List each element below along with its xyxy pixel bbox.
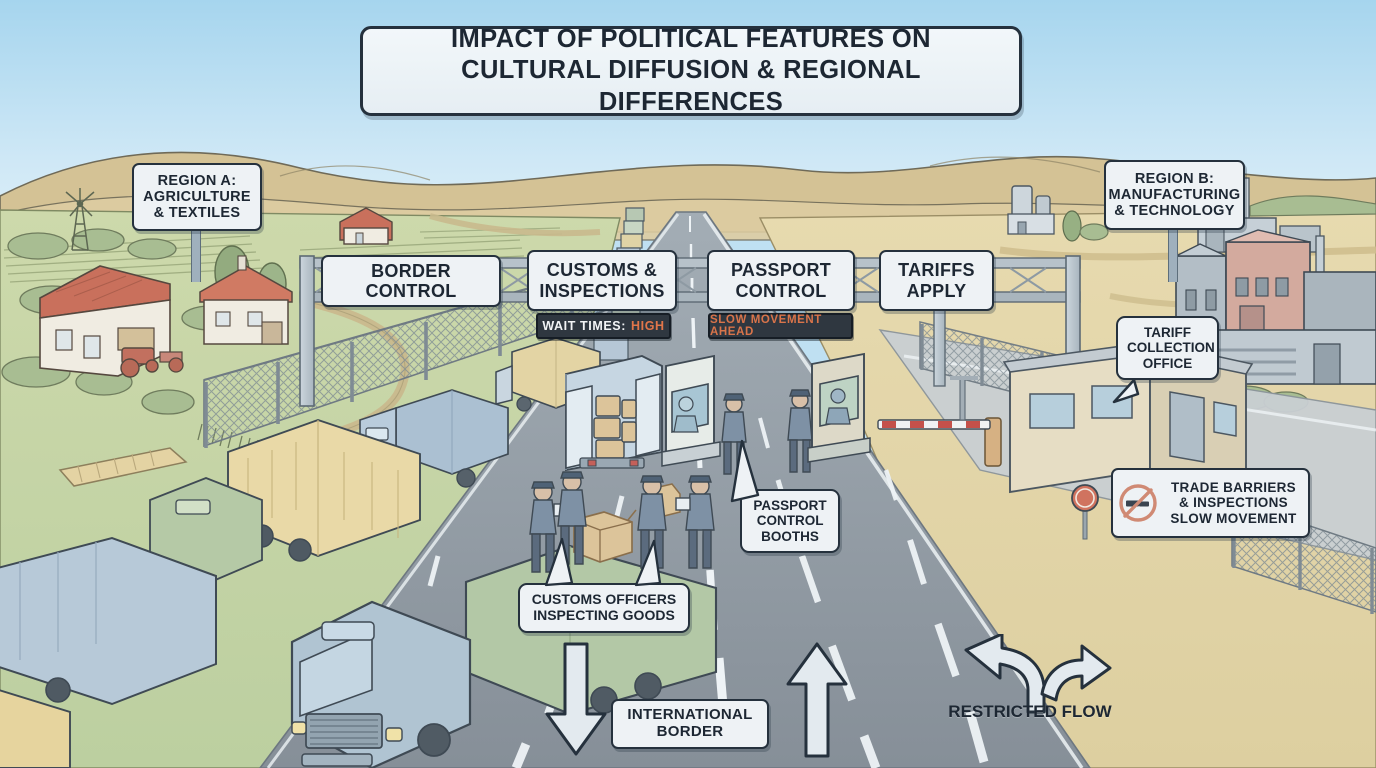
customs-officers-line-2: INSPECTING GOODS <box>533 606 675 623</box>
label-restricted-flow: RESTRICTED FLOW <box>940 702 1120 721</box>
passport-booths-line-2: CONTROL <box>756 513 824 529</box>
arrow-inbound-up <box>776 640 856 760</box>
callout-trade-barriers: TRADE BARRIERS & INSPECTIONS SLOW MOVEME… <box>1111 468 1310 538</box>
inspection-van <box>565 354 663 472</box>
gantry-sign-passport-line-1: PASSPORT <box>730 260 832 281</box>
hay-bales <box>58 447 188 487</box>
international-border-line-1: INTERNATIONAL <box>627 706 753 724</box>
passport-booth-left <box>661 354 721 467</box>
passport-booth-right <box>807 352 871 463</box>
page-title: IMPACT OF POLITICAL FEATURES ON CULTURAL… <box>360 25 1022 116</box>
barrier-gate <box>877 376 1002 467</box>
passport-booths-line-3: BOOTHS <box>761 528 819 544</box>
title-line-2: CULTURAL DIFFUSION & REGIONAL DIFFERENCE… <box>461 56 921 116</box>
region-b-line-3: & TECHNOLOGY <box>1114 203 1235 220</box>
gantry-sign-customs-line-1: CUSTOMS & <box>546 260 658 281</box>
trade-barriers-line-3: SLOW MOVEMENT <box>1170 510 1297 526</box>
region-a-signpost <box>191 226 201 282</box>
farmhouse-second <box>199 255 293 345</box>
restricted-flow-line-2: FLOW <box>1061 702 1112 721</box>
international-border-line-2: BORDER <box>656 723 724 740</box>
trade-barriers-line-1: TRADE BARRIERS <box>1171 480 1296 496</box>
gantry-sign-tariffs-line-2: APPLY <box>906 280 967 301</box>
wait-times-label: WAIT TIMES: <box>542 319 627 333</box>
gantry-sign-border-control: BORDER CONTROL <box>321 255 501 307</box>
arrow-restricted-flow <box>942 634 1112 714</box>
gantry-sign-customs-inspections: CUSTOMS & INSPECTIONS <box>527 250 677 311</box>
passport-booths-callout-tail <box>730 439 760 503</box>
gantry-sign-tariffs-line-1: TARIFFS <box>898 260 975 281</box>
no-truck-icon <box>1119 484 1157 522</box>
led-panel-slow-movement: SLOW MOVEMENT AHEAD <box>708 313 853 339</box>
region-b-signpost <box>1168 226 1178 282</box>
tariff-office-callout-tail <box>1112 378 1140 404</box>
region-a-sign: REGION A: AGRICULTURE & TEXTILES <box>132 163 262 231</box>
region-b-line-1: REGION B: <box>1134 170 1215 187</box>
callout-customs-officers: CUSTOMS OFFICERS INSPECTING GOODS <box>518 537 690 633</box>
trade-barriers-line-2: & INSPECTIONS <box>1179 495 1288 511</box>
tractor <box>120 347 184 378</box>
gantry-sign-passport-control: PASSPORT CONTROL <box>707 250 855 311</box>
arrow-outbound-down <box>535 640 615 760</box>
windmill <box>65 188 95 251</box>
wait-times-value: HIGH <box>631 319 665 333</box>
led-panel-wait-times: WAIT TIMES: HIGH <box>536 313 671 339</box>
tariff-office-line-2: COLLECTION <box>1127 340 1215 356</box>
gantry-sign-border-control-line-1: BORDER CONTROL <box>365 260 457 301</box>
callout-tariff-office: TARIFF COLLECTION OFFICE <box>1112 316 1219 404</box>
region-a-line-2: AGRICULTURE <box>143 188 251 205</box>
callout-passport-booths: PASSPORT CONTROL BOOTHS <box>730 439 840 554</box>
customs-officers-callout-tail <box>544 537 662 587</box>
gantry-sign-tariffs-apply: TARIFFS APPLY <box>879 250 994 311</box>
region-b-line-2: MANUFACTURING <box>1108 186 1241 203</box>
label-international-border: INTERNATIONAL BORDER <box>611 699 769 749</box>
tariff-office-line-3: OFFICE <box>1142 355 1193 371</box>
roadside-stop-sign <box>1071 484 1099 540</box>
region-a-line-1: REGION A: <box>157 172 237 189</box>
region-b-sign: REGION B: MANUFACTURING & TECHNOLOGY <box>1104 160 1245 230</box>
tariff-office-line-1: TARIFF <box>1144 325 1191 340</box>
farmhouse-far <box>339 207 393 245</box>
gantry-sign-passport-line-2: CONTROL <box>735 280 827 301</box>
title-line-1: IMPACT OF POLITICAL FEATURES ON <box>451 25 931 54</box>
restricted-flow-line-1: RESTRICTED <box>948 702 1057 721</box>
gantry-sign-customs-line-2: INSPECTIONS <box>539 280 665 301</box>
passport-booths-line-1: PASSPORT <box>753 498 827 513</box>
silo <box>1007 185 1055 235</box>
customs-officers-line-1: CUSTOMS OFFICERS <box>531 591 677 607</box>
slow-movement-label: SLOW MOVEMENT AHEAD <box>710 314 822 338</box>
region-a-line-3: & TEXTILES <box>153 205 241 222</box>
